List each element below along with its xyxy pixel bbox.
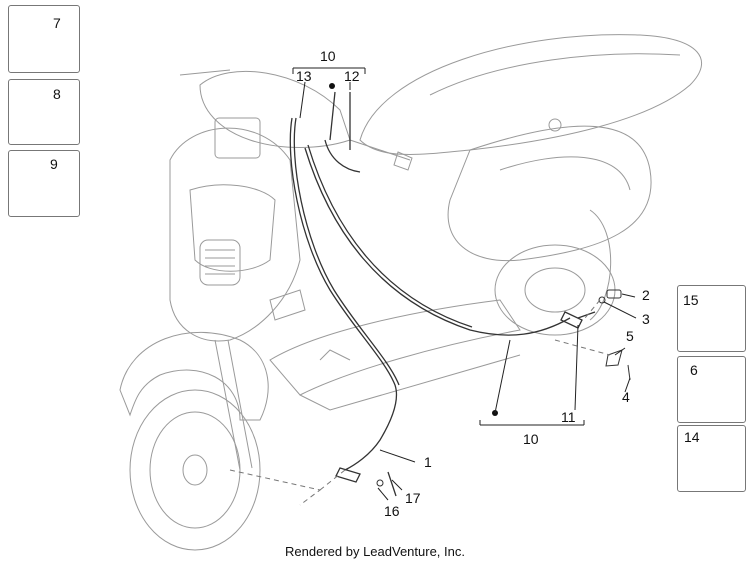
callout-3: 3 xyxy=(642,311,650,327)
callout-2: 2 xyxy=(642,287,650,303)
scooter-outline xyxy=(119,34,702,551)
callout-12: 12 xyxy=(344,68,360,84)
callout-4: 4 xyxy=(622,389,630,405)
part-box-14 xyxy=(677,425,746,492)
callout-6: 6 xyxy=(690,362,698,378)
callout-17: 17 xyxy=(405,490,421,506)
callout-8: 8 xyxy=(53,86,61,102)
callout-5: 5 xyxy=(626,328,634,344)
footer-credit: Rendered by LeadVenture, Inc. xyxy=(285,544,465,559)
callout-16: 16 xyxy=(384,503,400,519)
callout-13: 13 xyxy=(296,68,312,84)
dashed-guides xyxy=(229,299,611,506)
brake-cables xyxy=(289,83,631,497)
callout-9: 9 xyxy=(50,156,58,172)
part-box-6 xyxy=(677,356,746,423)
callout-10-top: 10 xyxy=(320,48,336,64)
callout-11: 11 xyxy=(561,409,576,425)
callout-14: 14 xyxy=(684,429,700,445)
callout-7: 7 xyxy=(53,15,61,31)
callout-leaders xyxy=(292,67,637,501)
part-box-7 xyxy=(8,5,80,73)
part-box-15 xyxy=(677,285,746,352)
callout-15: 15 xyxy=(683,292,699,308)
part-box-8 xyxy=(8,79,80,145)
part-box-9 xyxy=(8,150,80,217)
callout-1: 1 xyxy=(424,454,432,470)
callout-10-bottom: 10 xyxy=(523,431,539,447)
